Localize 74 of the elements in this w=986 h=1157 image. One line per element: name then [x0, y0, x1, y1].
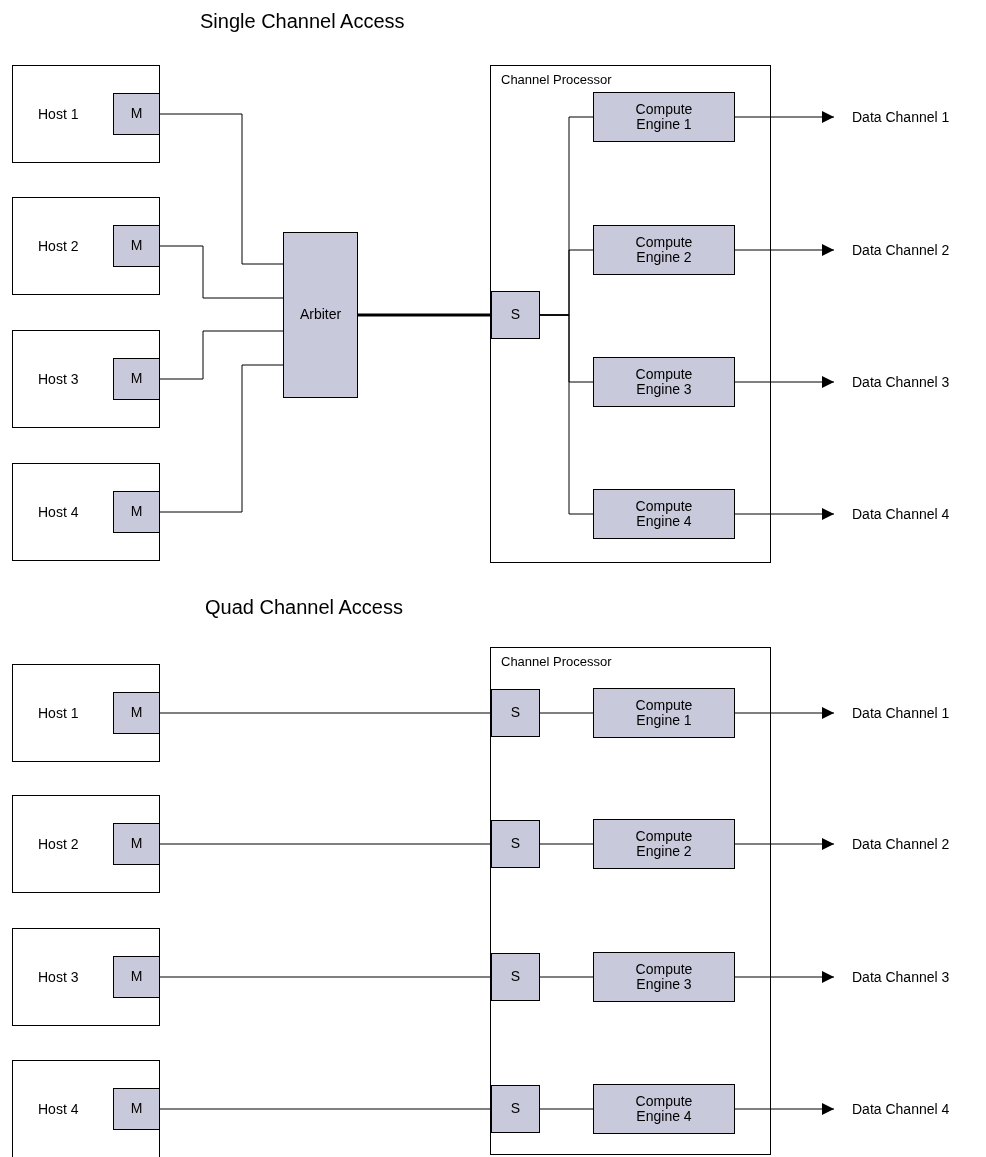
- arrow: [734, 376, 835, 388]
- connector-line: [159, 843, 492, 845]
- arrow: [734, 707, 835, 719]
- connector-line: [358, 313, 491, 317]
- section-heading: Single Channel Access: [200, 10, 405, 33]
- module-box: Compute Engine 2: [593, 225, 735, 275]
- channel-label: Data Channel 4: [834, 1084, 974, 1134]
- module-box: Arbiter: [283, 232, 358, 398]
- host-box: [12, 928, 160, 1026]
- arrow: [734, 244, 835, 256]
- host-label: Host 4: [38, 504, 79, 520]
- processor-container: [490, 647, 771, 1155]
- processor-title: Channel Processor: [501, 72, 612, 87]
- module-box: Compute Engine 2: [593, 819, 735, 869]
- module-box: S: [491, 820, 540, 868]
- module-box: M: [113, 692, 160, 734]
- channel-label: Data Channel 2: [834, 225, 974, 275]
- arrow: [734, 1103, 835, 1115]
- connector-line: [159, 712, 492, 714]
- module-box: S: [491, 953, 540, 1001]
- host-box: [12, 330, 160, 428]
- module-box: Compute Engine 1: [593, 688, 735, 738]
- host-box: [12, 463, 160, 561]
- section-heading: Quad Channel Access: [205, 596, 403, 619]
- connector-line: [159, 245, 284, 299]
- module-box: S: [491, 689, 540, 737]
- host-label: Host 1: [38, 705, 79, 721]
- module-box: M: [113, 358, 160, 400]
- connector-line: [539, 976, 594, 978]
- module-box: S: [491, 291, 540, 339]
- module-box: Compute Engine 4: [593, 1084, 735, 1134]
- connector-line: [159, 364, 284, 513]
- connector-line: [159, 113, 284, 265]
- arrow: [734, 838, 835, 850]
- channel-label: Data Channel 3: [834, 357, 974, 407]
- connector-line: [159, 976, 492, 978]
- connector-line: [159, 330, 284, 380]
- connector-line: [159, 1108, 492, 1110]
- channel-label: Data Channel 1: [834, 92, 974, 142]
- host-box: [12, 65, 160, 163]
- arrow: [734, 111, 835, 123]
- module-box: M: [113, 491, 160, 533]
- module-box: Compute Engine 3: [593, 357, 735, 407]
- module-box: M: [113, 93, 160, 135]
- module-box: Compute Engine 3: [593, 952, 735, 1002]
- host-box: [12, 664, 160, 762]
- host-box: [12, 1060, 160, 1157]
- module-box: M: [113, 956, 160, 998]
- processor-title: Channel Processor: [501, 654, 612, 669]
- processor-container: [490, 65, 771, 563]
- connector-line: [539, 712, 594, 714]
- module-box: Compute Engine 1: [593, 92, 735, 142]
- host-box: [12, 197, 160, 295]
- module-box: M: [113, 823, 160, 865]
- host-label: Host 2: [38, 836, 79, 852]
- connector-line: [539, 1108, 594, 1110]
- connector-line: [539, 314, 594, 515]
- host-label: Host 3: [38, 969, 79, 985]
- module-box: Compute Engine 4: [593, 489, 735, 539]
- channel-label: Data Channel 1: [834, 688, 974, 738]
- channel-label: Data Channel 4: [834, 489, 974, 539]
- channel-label: Data Channel 3: [834, 952, 974, 1002]
- arrow: [734, 971, 835, 983]
- module-box: M: [113, 225, 160, 267]
- module-box: M: [113, 1088, 160, 1130]
- arrow: [734, 508, 835, 520]
- module-box: S: [491, 1085, 540, 1133]
- channel-label: Data Channel 2: [834, 819, 974, 869]
- host-label: Host 3: [38, 371, 79, 387]
- connector-line: [539, 843, 594, 845]
- host-label: Host 1: [38, 106, 79, 122]
- host-label: Host 2: [38, 238, 79, 254]
- host-box: [12, 795, 160, 893]
- host-label: Host 4: [38, 1101, 79, 1117]
